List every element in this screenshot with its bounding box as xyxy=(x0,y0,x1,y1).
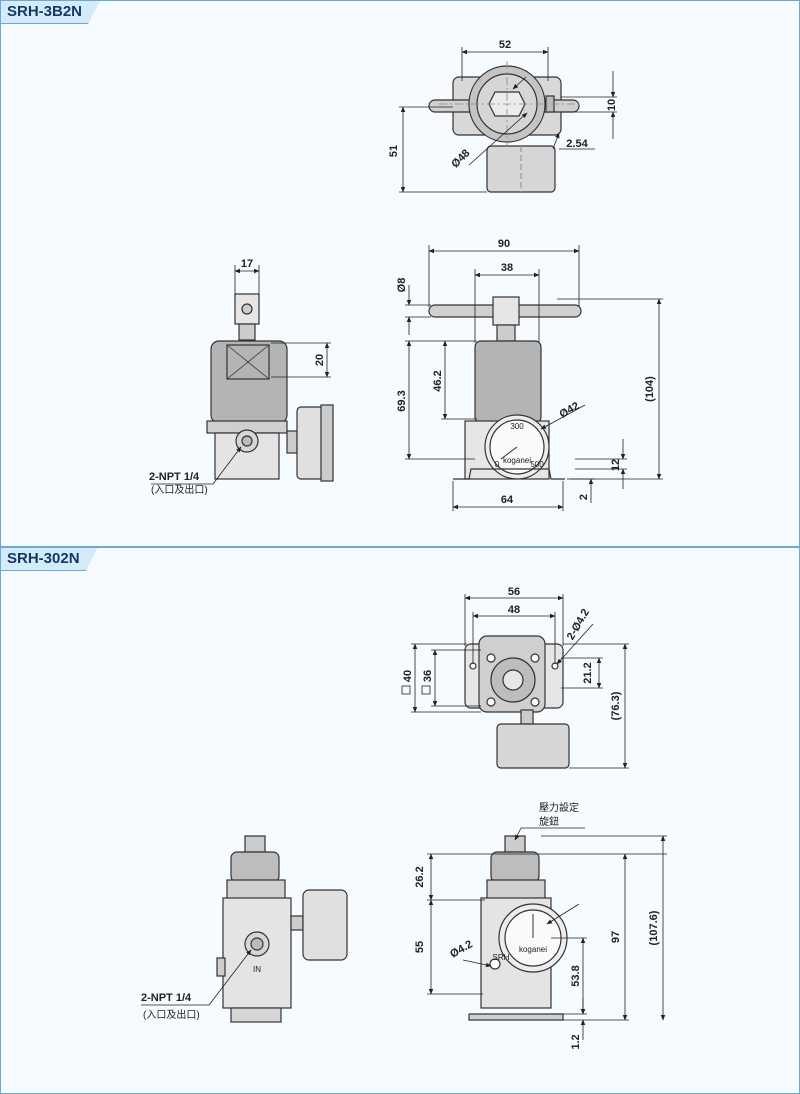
dim-diameter: Ø48 xyxy=(449,147,472,170)
dim-offset: 2.54 xyxy=(566,138,588,150)
drawing-srh-3b2n: 52 10 51 Ø48 2.54 xyxy=(149,39,663,511)
dim-hole-dia: Ø4.2 xyxy=(448,938,475,960)
dim-outer: 56 xyxy=(508,586,520,598)
dim-body-height: 69.3 xyxy=(396,390,408,411)
section-title: SRH-3B2N xyxy=(1,1,101,24)
top-view xyxy=(464,635,570,769)
side-view xyxy=(206,293,334,482)
gauge-text: SRH xyxy=(493,953,510,962)
dim-top-width: 52 xyxy=(499,39,511,51)
knob-label-1: 壓力設定 xyxy=(539,801,579,814)
dim-base-width: 64 xyxy=(501,494,514,506)
port-label: 2-NPT 1/4 xyxy=(149,471,200,483)
dim-knob-width: 38 xyxy=(501,262,513,274)
section-title: SRH-302N xyxy=(1,548,98,571)
dim-mount-height: 12 xyxy=(610,459,622,471)
top-view xyxy=(428,61,580,193)
top-view-dims xyxy=(399,47,617,193)
gauge-mark-top: 300 xyxy=(510,422,524,431)
dim-body-height: 55 xyxy=(414,941,426,953)
front-view xyxy=(468,835,568,1021)
port-note: (入口及出口) xyxy=(143,1008,200,1021)
dim-upper-height: 46.2 xyxy=(432,370,444,391)
dim-port-height: 53.8 xyxy=(570,965,582,986)
dim-height-97: 97 xyxy=(610,931,622,943)
dim-handle-dia: Ø8 xyxy=(396,278,408,293)
dim-plate: 1.2 xyxy=(570,1034,582,1049)
dim-overall-height: (107.6) xyxy=(648,910,660,945)
dim-depth: (76.3) xyxy=(610,691,622,720)
front-view xyxy=(428,296,582,480)
dim-square-inner: 36 xyxy=(422,670,434,682)
drawing-srh-302n: 56 48 2-Ø4.2 21.2 40 36 (76.3) IN 2-NPT … xyxy=(141,586,667,1050)
section-srh-302n: SRH-302N xyxy=(0,547,800,1094)
dim-handle: 10 xyxy=(606,99,618,111)
dim-inner: 48 xyxy=(508,604,520,616)
dim-gauge-dia: Ø42 xyxy=(557,400,581,421)
gauge-mark-left: 0 xyxy=(495,460,500,469)
port-note: (入口及出口) xyxy=(151,483,208,496)
dim-side-width: 17 xyxy=(241,258,253,270)
dim-side-body: 20 xyxy=(314,354,326,366)
dim-total-width: 90 xyxy=(498,238,510,250)
knob-label-2: 旋鈕 xyxy=(539,815,559,828)
port-label: 2-NPT 1/4 xyxy=(141,992,192,1004)
port-in-label: IN xyxy=(253,965,261,974)
dim-square-outer: 40 xyxy=(402,670,414,682)
dim-holes: 2-Ø4.2 xyxy=(565,607,592,642)
side-view xyxy=(216,835,348,1023)
section-srh-3b2n: SRH-3B2N xyxy=(0,0,800,547)
dim-overall-height: (104) xyxy=(644,376,656,402)
dim-top-height: 26.2 xyxy=(414,866,426,887)
dim-plate: 2 xyxy=(578,494,590,500)
gauge-brand: koganei xyxy=(519,945,547,954)
gauge-mark-right: 500 xyxy=(530,460,544,469)
dim-hole-pitch: 21.2 xyxy=(582,662,594,683)
dim-top-height: 51 xyxy=(388,145,400,157)
gauge-brand: koganei xyxy=(503,456,531,465)
